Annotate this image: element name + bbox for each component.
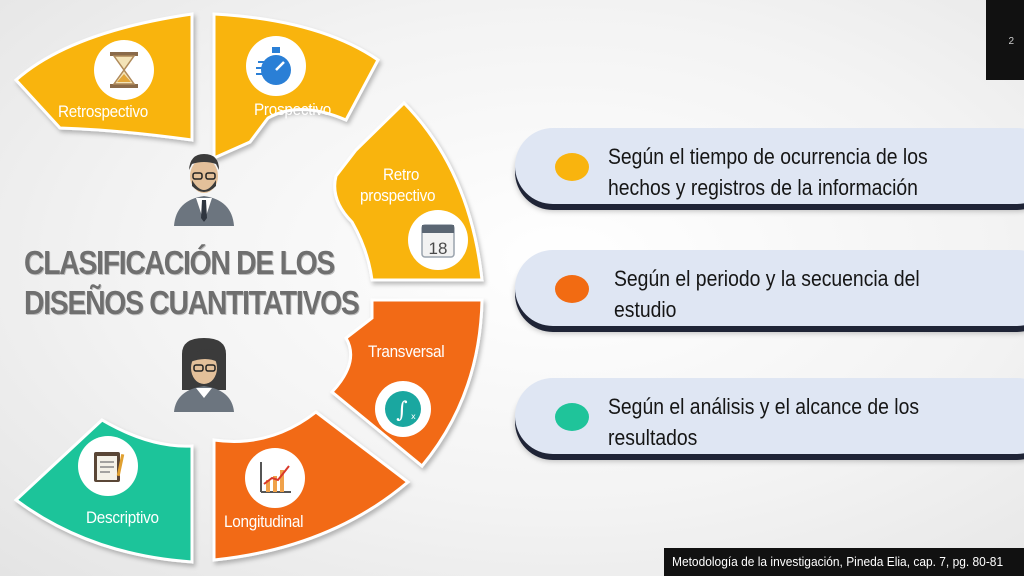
page-number-box: 2 [986,0,1024,80]
page-title-line2: DISEÑOS CUANTITATIVOS [24,284,360,321]
segment-label-retro-line2: prospectivo [360,186,436,205]
classification-wheel: 18 ∫ x [13,12,484,564]
segment-label-prospectivo: Prospectivo [254,100,331,119]
man-avatar-icon [174,154,234,226]
criteria-text: Según el tiempo de ocurrencia de los hec… [608,144,928,200]
criteria-item: Según el análisis y el alcance de los re… [515,378,1024,454]
svg-text:x: x [411,412,416,421]
segment-label-retrospectivo: Retrospectivo [58,102,149,121]
page-title-line1: CLASIFICACIÓN DE LOS [24,244,335,281]
criteria-text: Según el periodo y la secuencia del estu… [614,266,920,322]
woman-avatar-icon [174,338,234,412]
stopwatch-icon [246,36,306,96]
clipboard-icon [78,436,138,496]
calendar-icon: 18 [408,210,468,270]
footer-citation-text: Metodología de la investigación, Pineda … [672,554,1004,569]
svg-text:18: 18 [429,239,448,258]
integral-icon: ∫ x [375,381,431,437]
orange-dot-icon [555,275,589,303]
hourglass-icon [94,40,154,100]
segment-longitudinal [212,410,411,562]
criteria-item: Según el periodo y la secuencia del estu… [515,250,1024,326]
criteria-item: Según el tiempo de ocurrencia de los hec… [515,128,1024,204]
segment-label-transversal: Transversal [368,342,445,361]
segment-label-longitudinal: Longitudinal [224,512,304,531]
segment-label-descriptivo: Descriptivo [86,508,159,527]
line-chart-icon [245,448,305,508]
footer-citation: Metodología de la investigación, Pineda … [664,548,1024,576]
criteria-text: Según el análisis y el alcance de los re… [608,394,920,450]
segment-label-retro-line1: Retro [383,165,420,184]
green-dot-icon [555,403,589,431]
yellow-dot-icon [555,153,589,181]
svg-text:∫: ∫ [396,398,408,423]
page-title: CLASIFICACIÓN DE LOS DISEÑOS CUANTITATIV… [24,243,360,323]
page-number: 2 [1008,36,1014,47]
